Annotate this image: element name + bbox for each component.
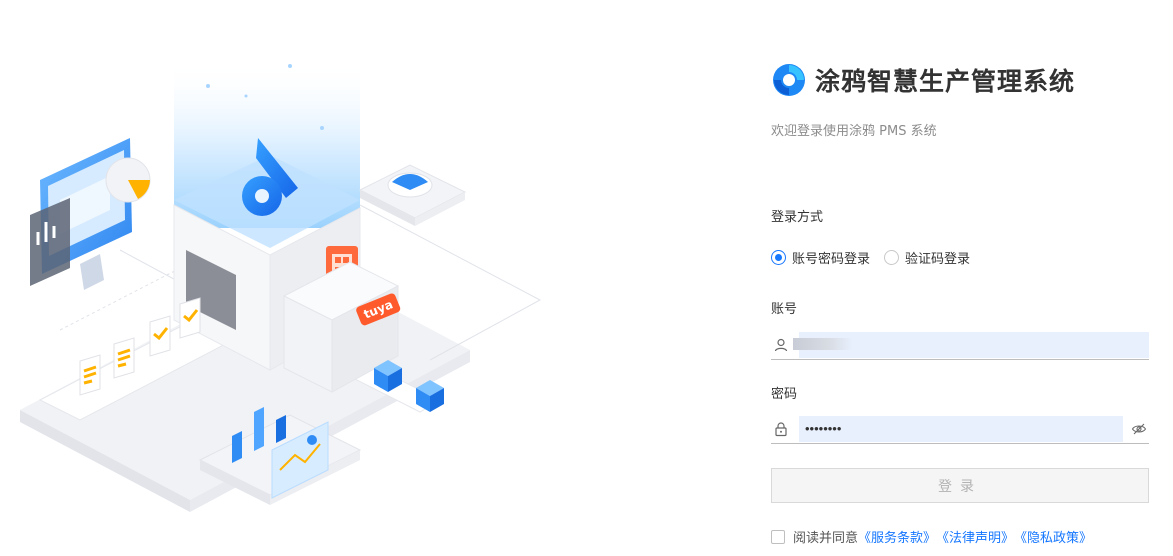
login-method-group: 账号密码登录 验证码登录 — [771, 248, 984, 267]
login-method-label: 登录方式 — [771, 210, 824, 225]
brand-header: 涂鸦智慧生产管理系统 — [771, 62, 1075, 98]
checklist-icon — [179, 297, 201, 339]
privacy-policy-link[interactable]: 《隐私政策》 — [1014, 531, 1093, 546]
password-input[interactable] — [799, 415, 1123, 442]
gauge-platform-icon — [358, 164, 467, 226]
account-field — [771, 330, 1149, 360]
agreement-row: 阅读并同意 《服务条款》 《法律声明》 《隐私政策》 — [771, 527, 1092, 546]
welcome-text: 欢迎登录使用涂鸦 PMS 系统 — [771, 124, 937, 139]
radio-label: 账号密码登录 — [792, 252, 871, 267]
factory-illustration: tuya — [20, 60, 542, 512]
document-icon — [79, 354, 101, 396]
cube-icon — [416, 380, 444, 412]
eye-hidden-icon[interactable] — [1129, 419, 1149, 439]
tuya-logo-icon — [242, 138, 298, 216]
analytics-platform-icon — [198, 407, 362, 505]
document-icon — [113, 337, 135, 379]
checklist-icon — [149, 315, 171, 357]
cube-icon — [374, 360, 402, 392]
radio-checked-icon[interactable] — [771, 250, 786, 265]
app-title: 涂鸦智慧生产管理系统 — [815, 67, 1076, 96]
account-label: 账号 — [771, 302, 798, 317]
radio-unchecked-icon[interactable] — [884, 250, 900, 265]
hero-illustration: tuya — [0, 0, 580, 556]
masked-username — [793, 338, 853, 350]
legal-notice-link[interactable]: 《法律声明》 — [936, 531, 1015, 546]
login-button[interactable]: 登录 — [771, 468, 1149, 503]
lock-icon — [771, 419, 791, 439]
password-field — [771, 414, 1149, 444]
monitor-icon — [30, 138, 151, 290]
terms-of-service-link[interactable]: 《服务条款》 — [858, 531, 937, 546]
user-icon — [771, 335, 791, 355]
agreement-text: 阅读并同意 — [793, 531, 859, 546]
radio-account-password[interactable]: 账号密码登录 — [771, 248, 870, 267]
password-label: 密码 — [771, 387, 798, 402]
agreement-checkbox[interactable] — [771, 529, 785, 544]
login-panel: 涂鸦智慧生产管理系统 欢迎登录使用涂鸦 PMS 系统 登录方式 账号密码登录 验… — [771, 0, 1151, 556]
tuya-gear-logo-icon — [773, 64, 805, 96]
radio-verification-code[interactable]: 验证码登录 — [884, 248, 970, 267]
radio-label: 验证码登录 — [905, 252, 971, 267]
account-input[interactable] — [799, 331, 1149, 358]
